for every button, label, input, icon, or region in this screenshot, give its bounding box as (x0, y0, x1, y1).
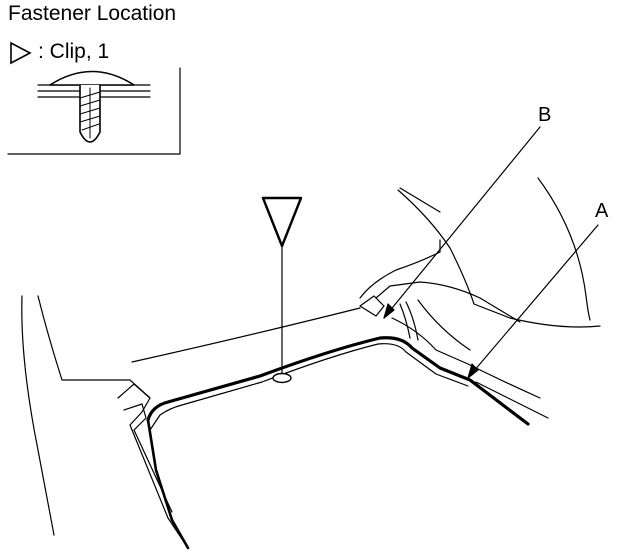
legend-text: : Clip, 1 (38, 40, 110, 63)
leader-a (467, 224, 599, 379)
clip-icon (49, 70, 135, 143)
weatherstrip (146, 336, 530, 426)
triangle-pointer-icon (10, 41, 32, 65)
vehicle-panel-drawing (21, 177, 601, 550)
clip-marker (359, 295, 385, 317)
arrowhead-a (467, 363, 479, 379)
left-panel-edge (37, 295, 151, 399)
left-trim-inner (123, 403, 173, 513)
arrowhead-b (383, 303, 395, 319)
clip-inset (7, 67, 181, 155)
rear-panel (399, 303, 411, 339)
weatherstrip-lower (146, 418, 190, 550)
callout-label-a: A (595, 200, 609, 222)
left-pillar (21, 295, 55, 536)
rear-panel (375, 281, 521, 323)
leader-b (383, 126, 541, 319)
weatherstrip-inner (149, 343, 469, 431)
diagram-title: Fastener Location (8, 2, 177, 25)
clip-location-indicator (261, 196, 303, 384)
roof-edge-right (537, 177, 591, 321)
lower-right-panel (475, 381, 549, 419)
triangle-pointer-icon (261, 196, 303, 248)
inset-frame (7, 67, 181, 155)
rear-panel (391, 317, 541, 399)
rear-panel (417, 299, 471, 351)
callout-label-b: B (538, 104, 552, 126)
upper-panel (399, 187, 441, 213)
left-trim-outer (117, 383, 189, 549)
upper-panel (397, 189, 601, 328)
roof-curve (131, 307, 361, 363)
callout-leaders (383, 126, 599, 379)
rear-panel (405, 301, 419, 341)
rear-panel (359, 239, 441, 299)
